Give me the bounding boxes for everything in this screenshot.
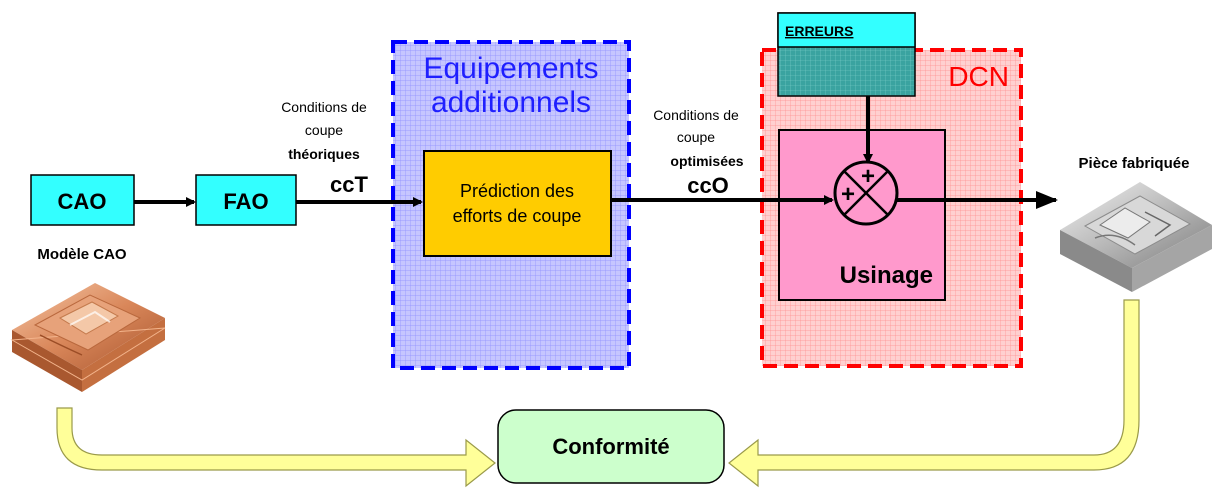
conditions-theoriques-label: Conditions de coupe théoriques ccT bbox=[281, 99, 368, 197]
conditions-optimisees-label: Conditions de coupe optimisées ccO bbox=[653, 107, 744, 198]
prediction-label-line2: efforts de coupe bbox=[453, 206, 582, 226]
sign-left: + bbox=[841, 181, 855, 208]
summing-junction: + + bbox=[833, 160, 899, 226]
co-line1: Conditions de bbox=[653, 107, 739, 123]
erreurs-box: ERREURS bbox=[777, 12, 916, 97]
cao-model-image bbox=[10, 283, 166, 392]
prediction-box: Prédiction des efforts de coupe bbox=[423, 150, 612, 257]
dcn-title: DCN bbox=[948, 61, 1009, 92]
co-line2: coupe bbox=[677, 129, 715, 145]
conformite-label: Conformité bbox=[552, 434, 669, 459]
equipements-title-line1: Equipements bbox=[423, 52, 598, 85]
ct-line3: théoriques bbox=[288, 146, 360, 162]
modele-cao-label: Modèle CAO bbox=[37, 246, 127, 263]
cao-label: CAO bbox=[58, 189, 107, 214]
fao-box: FAO bbox=[195, 174, 297, 226]
equipements-title-line2: additionnels bbox=[431, 86, 591, 119]
cao-box: CAO bbox=[30, 174, 135, 226]
cco-label: ccO bbox=[687, 173, 729, 198]
fao-label: FAO bbox=[223, 189, 268, 214]
ct-line1: Conditions de bbox=[281, 99, 367, 115]
usinage-label: Usinage bbox=[840, 262, 933, 289]
erreurs-label: ERREURS bbox=[785, 23, 853, 39]
right-feedback-arrow bbox=[728, 299, 1140, 488]
fabricated-part-image bbox=[1060, 182, 1212, 292]
ct-line2: coupe bbox=[305, 122, 343, 138]
piece-fabriquee-label: Pièce fabriquée bbox=[1079, 155, 1190, 172]
prediction-label-line1: Prédiction des bbox=[460, 181, 574, 201]
co-line3: optimisées bbox=[670, 153, 743, 169]
sign-top: + bbox=[861, 163, 875, 190]
cct-label: ccT bbox=[330, 172, 368, 197]
conformite-box: Conformité bbox=[497, 409, 725, 484]
left-feedback-arrow bbox=[56, 407, 496, 488]
